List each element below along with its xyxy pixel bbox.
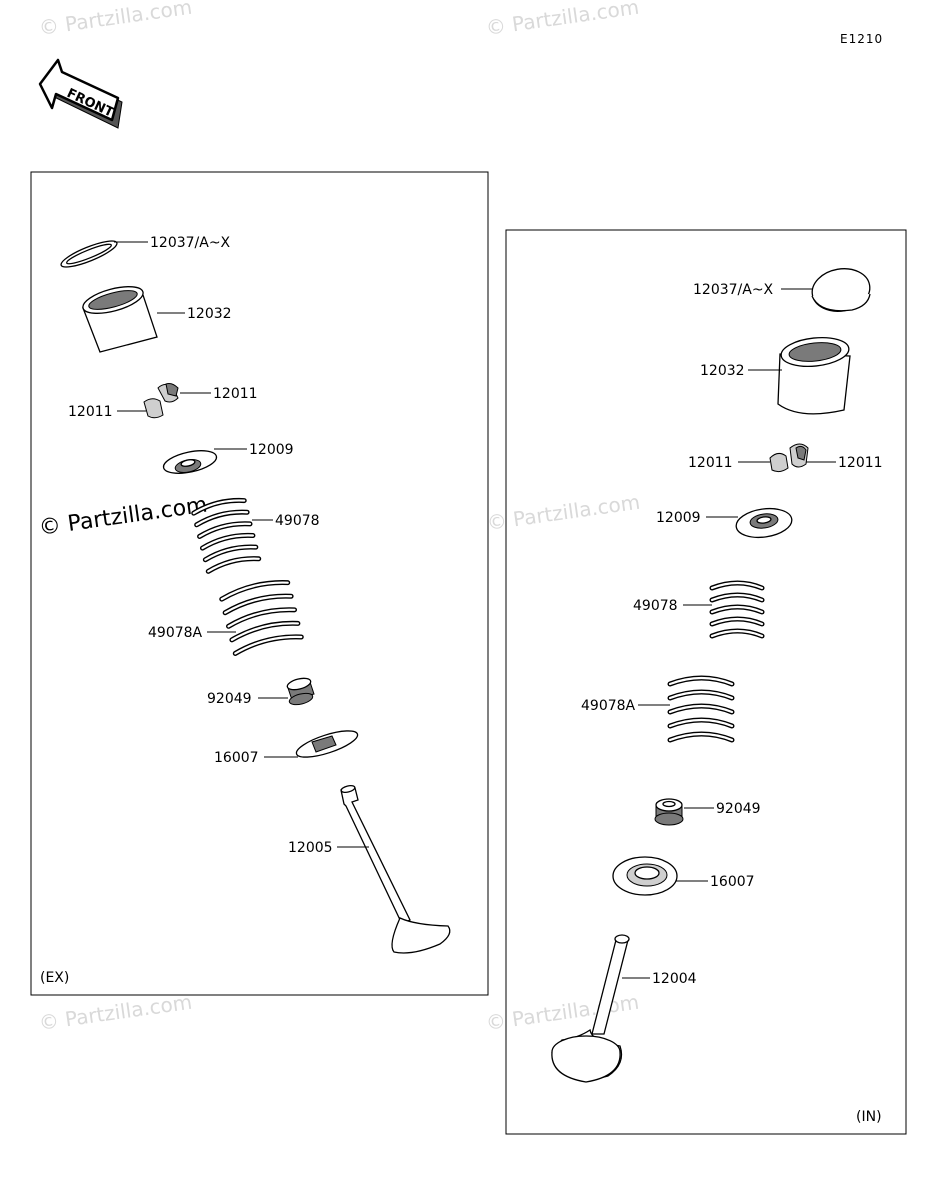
watermark-main: © Partzilla.com: [37, 493, 209, 541]
ex-keeper-right-label: 12011: [213, 386, 258, 402]
in-spring-seat: [612, 856, 678, 896]
ex-stem-seal-label: 92049: [207, 691, 252, 707]
in-retainer-label: 12009: [656, 510, 701, 526]
in-keepers: [769, 443, 809, 473]
intake-panel: (IN) 12037/A~X 12032 12011 12011: [505, 229, 907, 1135]
watermarks: © Partzilla.com © Partzilla.com © Partzi…: [37, 0, 641, 1035]
ex-lifter: [82, 286, 158, 353]
watermark-top-right: © Partzilla.com: [484, 0, 640, 40]
in-inner-spring-label: 49078: [633, 598, 678, 614]
in-keeper-right-label: 12011: [838, 455, 883, 471]
in-shim: [811, 268, 871, 312]
in-inner-spring: [709, 580, 765, 639]
diagram-code: E1210: [840, 32, 883, 46]
ex-spring-seat-label: 16007: [214, 750, 259, 766]
ex-spring-seat: [295, 730, 359, 758]
ex-inner-spring: [191, 497, 262, 574]
in-lifter: [777, 336, 851, 415]
ex-valve: [340, 784, 451, 954]
watermark-bottom-left: © Partzilla.com: [37, 990, 193, 1035]
in-valve: [551, 934, 630, 1083]
watermark-bottom-right: © Partzilla.com: [484, 990, 640, 1035]
in-outer-spring: [667, 675, 735, 743]
intake-panel-frame: [505, 229, 907, 1135]
ex-retainer: [162, 450, 218, 474]
ex-shim-label: 12037/A~X: [150, 235, 231, 251]
ex-stem-seal: [286, 677, 315, 706]
exhaust-panel: (EX) 12037/A~X 12032 12011 12011: [30, 171, 489, 996]
exhaust-panel-tag: (EX): [40, 970, 69, 986]
ex-outer-spring: [219, 580, 304, 656]
in-shim-label: 12037/A~X: [693, 282, 774, 298]
in-valve-label: 12004: [652, 971, 697, 987]
in-stem-seal-label: 92049: [716, 801, 761, 817]
ex-valve-label: 12005: [288, 840, 333, 856]
watermark-top-left: © Partzilla.com: [37, 0, 193, 40]
in-outer-spring-label: 49078A: [581, 698, 636, 714]
watermark-mid-right: © Partzilla.com: [485, 490, 641, 535]
ex-shim: [60, 240, 118, 268]
in-retainer: [735, 507, 793, 539]
front-arrow-icon: FRONT: [38, 58, 123, 129]
in-spring-seat-label: 16007: [710, 874, 755, 890]
ex-lifter-label: 12032: [187, 306, 232, 322]
in-lifter-label: 12032: [700, 363, 745, 379]
ex-retainer-label: 12009: [249, 442, 294, 458]
ex-outer-spring-label: 49078A: [148, 625, 203, 641]
ex-keepers: [143, 383, 179, 419]
ex-keeper-left-label: 12011: [68, 404, 113, 420]
in-stem-seal: [654, 798, 684, 826]
intake-panel-tag: (IN): [856, 1109, 882, 1125]
ex-inner-spring-label: 49078: [275, 513, 320, 529]
exhaust-panel-frame: [30, 171, 489, 996]
in-keeper-left-label: 12011: [688, 455, 733, 471]
